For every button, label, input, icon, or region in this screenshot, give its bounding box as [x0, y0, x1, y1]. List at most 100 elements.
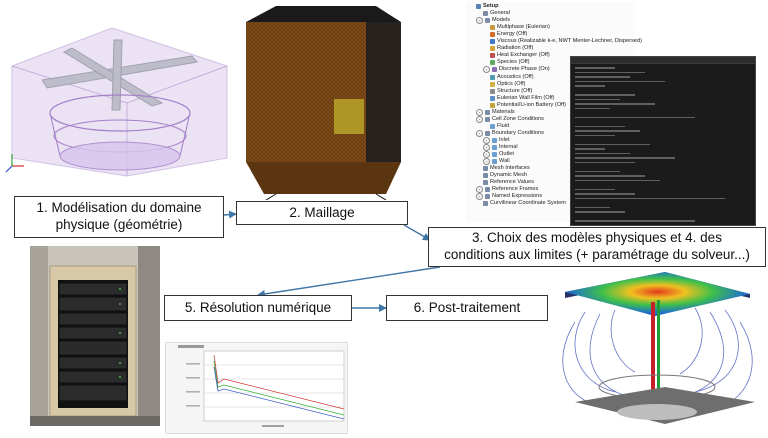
terminal-text-line — [575, 157, 675, 159]
terminal-text-line — [575, 206, 610, 209]
tree-item-label: Materials — [492, 108, 515, 115]
tree-node-icon — [492, 137, 497, 143]
tree-item[interactable]: Acoustics (Off) — [490, 74, 534, 81]
terminal-text-line — [575, 211, 625, 213]
tree-item[interactable]: Curvilinear Coordinate System — [483, 200, 566, 207]
tree-item-label: Internal — [499, 144, 518, 150]
tree-item[interactable]: + Boundary Conditions — [476, 130, 544, 137]
tree-item-label: Viscous (Realizable k-e, NWT Menter-Lech… — [497, 38, 642, 45]
tree-item-label: Outlet — [499, 151, 514, 158]
tree-item-label: Energy (Off) — [497, 31, 528, 38]
tree-node-icon — [483, 11, 488, 17]
tree-item-label: Discrete Phase (On) — [499, 66, 550, 73]
step-1-line-2: physique (géométrie) — [55, 217, 183, 232]
expand-icon[interactable]: + — [476, 129, 483, 137]
tree-item[interactable]: +Named Expressions — [476, 193, 542, 201]
tree-node-icon — [492, 159, 497, 165]
tree-item[interactable]: Optics (Off) — [490, 81, 526, 88]
arrow-3-to-5 — [257, 266, 441, 298]
tree-item-label: Curvilinear Coordinate System — [490, 200, 566, 207]
tree-item-label: Inlet — [499, 136, 510, 143]
expand-icon[interactable]: + — [483, 158, 490, 166]
tree-node-icon — [490, 88, 495, 94]
tree-node-icon — [483, 166, 488, 172]
tree-item[interactable]: + Materials — [476, 109, 515, 116]
terminal-text-line — [575, 179, 660, 182]
tree-item[interactable]: Radiation (Off) — [490, 45, 533, 52]
tree-item[interactable]: + Discrete Phase (On) — [483, 66, 550, 74]
tree-item[interactable]: Viscous (Realizable k-e, NWT Menter-Lech… — [490, 38, 642, 45]
tree-item[interactable]: Mesh Interfaces — [483, 165, 530, 172]
tree-node-icon — [490, 81, 495, 87]
tree-item-label: Mesh Interfaces — [490, 165, 530, 172]
server-rack-drawing — [30, 246, 160, 426]
tree-item[interactable]: Eulerian Wall Film (Off) — [490, 95, 555, 102]
tree-node-icon — [490, 95, 495, 101]
tree-item[interactable]: Multiphase (Eulerian) — [490, 24, 550, 31]
tree-item-label: Models — [492, 17, 511, 24]
tree-node-icon — [490, 39, 495, 45]
step-5-solve: 5. Résolution numérique — [164, 295, 352, 321]
expand-icon[interactable]: + — [476, 115, 483, 123]
tree-item[interactable]: General — [483, 10, 510, 17]
tree-item[interactable]: + Cell Zone Conditions — [476, 116, 544, 123]
expand-icon[interactable]: + — [476, 17, 483, 25]
tree-item[interactable]: + Inlet — [483, 137, 510, 144]
expand-icon[interactable]: + — [483, 66, 490, 74]
tree-item-label: Eulerian Wall Film (Off) — [497, 94, 555, 101]
tree-item[interactable]: Setup — [476, 3, 499, 10]
tree-node-icon — [490, 123, 495, 129]
tree-item[interactable]: + Wall — [483, 158, 510, 166]
terminal-text-line — [575, 98, 620, 101]
tree-node-icon — [490, 53, 495, 59]
tree-node-icon — [490, 46, 495, 52]
step-1-line-1: 1. Modélisation du domaine — [36, 200, 202, 216]
terminal-text-line — [575, 94, 635, 96]
terminal-text-line — [575, 80, 665, 83]
tree-node-icon — [485, 194, 490, 200]
terminal-text-line — [575, 134, 615, 137]
tree-item-label: Structure (Off) — [497, 87, 533, 94]
terminal-text-line — [575, 220, 695, 222]
tree-item-label: Reference Values — [490, 179, 535, 186]
terminal-text-line — [575, 148, 605, 150]
tree-item-label: Boundary Conditions — [492, 129, 544, 136]
tree-item-label: Fluid — [497, 122, 510, 129]
expand-icon[interactable]: + — [483, 151, 490, 159]
tree-item[interactable]: Reference Values — [483, 179, 534, 186]
expand-icon[interactable]: + — [476, 193, 483, 201]
tree-item-label: General — [490, 10, 510, 17]
terminal-text-line — [575, 107, 610, 110]
tree-node-icon — [485, 116, 490, 122]
expand-icon[interactable]: + — [483, 136, 490, 144]
terminal-text-line — [575, 197, 725, 200]
tree-item-label: Reference Frames — [492, 186, 539, 193]
tree-item[interactable]: Structure (Off) — [490, 88, 532, 95]
geometry-image — [2, 18, 232, 180]
tree-item[interactable]: Potential/Li-ion Battery (Off) — [490, 102, 566, 109]
tree-item[interactable]: + Reference Frames — [476, 186, 539, 194]
tree-item[interactable]: Fluid — [490, 123, 509, 130]
tree-item-label: Cell Zone Conditions — [492, 115, 544, 122]
mesh-image — [236, 4, 408, 200]
terminal-text-line — [575, 67, 615, 69]
terminal-titlebar — [571, 57, 755, 64]
tree-item-label: Wall — [499, 158, 510, 165]
tree-item[interactable]: + Internal — [483, 144, 518, 152]
tree-item[interactable]: Energy (Off) — [490, 31, 527, 38]
terminal-text-line — [575, 143, 650, 146]
expand-icon[interactable]: + — [476, 186, 483, 194]
tree-item[interactable]: + Models — [476, 17, 511, 25]
step-5-label: 5. Résolution numérique — [184, 299, 332, 315]
tree-node-icon — [485, 130, 490, 136]
tree-item[interactable]: Species (Off) — [490, 59, 530, 66]
tree-node-icon — [483, 180, 488, 186]
tree-item[interactable]: Dynamic Mesh — [483, 172, 527, 179]
tree-item-label: Setup — [483, 3, 499, 9]
tree-item[interactable]: Heat Exchanger (Off) — [490, 52, 550, 59]
expand-icon[interactable]: + — [483, 144, 490, 152]
expand-icon[interactable]: + — [476, 108, 483, 116]
terminal-text-line — [575, 152, 630, 155]
tree-item[interactable]: + Outlet — [483, 151, 514, 159]
step-3-4-models: 3. Choix des modèles physiques et 4. des… — [428, 227, 766, 267]
